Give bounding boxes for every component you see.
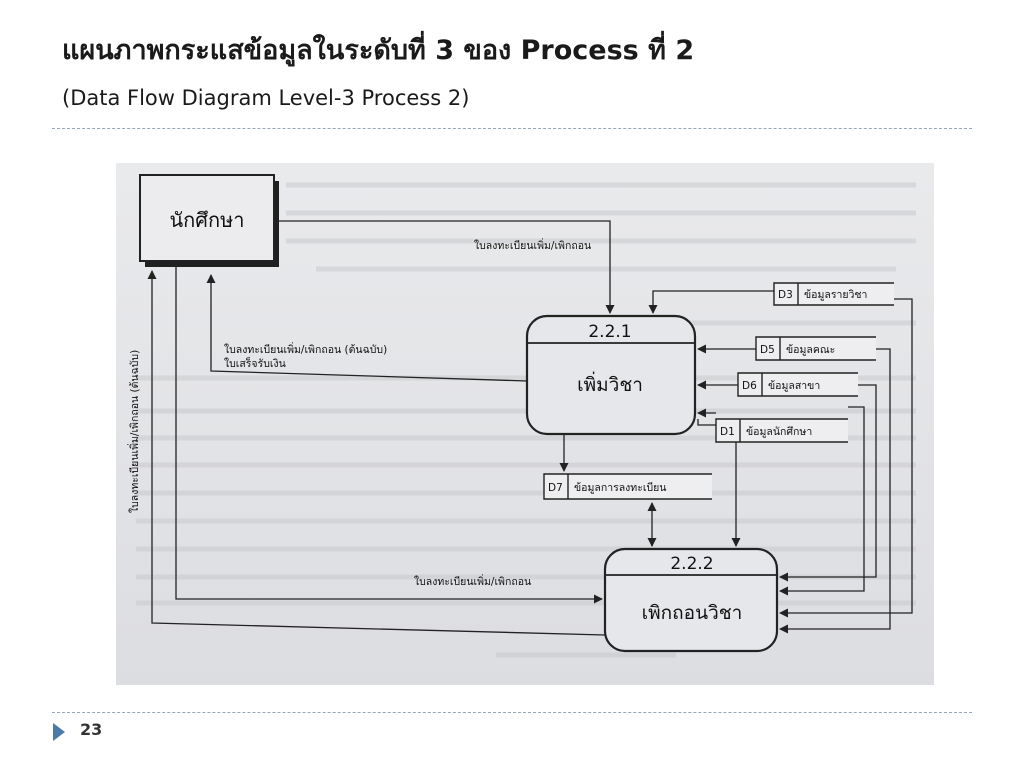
store-d1: D1 ข้อมูลนักศึกษา <box>715 418 848 443</box>
top-divider <box>52 128 972 129</box>
flow-d3-to-drop <box>779 298 913 618</box>
flow-entity-to-add <box>274 220 615 314</box>
flow-d3-to-add <box>648 290 774 314</box>
process-2-2-2: 2.2.2 เพิกถอนวิชา <box>603 547 779 653</box>
store-d6: D6 ข้อมูลสาขา <box>737 372 858 397</box>
bottom-divider <box>52 712 972 713</box>
flow-drop-to-entity <box>147 270 606 636</box>
entity-student-label: นักศึกษา <box>170 208 245 232</box>
process-2-2-2-id: 2.2.2 <box>670 554 713 574</box>
store-d3: D3 ข้อมูลรายวิชา <box>773 282 894 306</box>
store-d5-id: D5 <box>760 344 775 356</box>
label-add-to-entity-line2: ใบเสร็จรับเงิน <box>224 356 286 370</box>
store-d5-name: ข้อมูลคณะ <box>786 344 835 356</box>
store-d7: D7 ข้อมูลการลงทะเบียน <box>543 473 712 500</box>
store-d7-name: ข้อมูลการลงทะเบียน <box>574 481 666 494</box>
store-d7-id: D7 <box>548 482 563 494</box>
label-entity-to-add: ใบลงทะเบียนเพิ่ม/เพิกถอน <box>474 238 591 252</box>
store-d3-id: D3 <box>778 289 793 301</box>
bullet-arrow-icon <box>53 723 65 741</box>
flow-add-to-entity <box>206 274 528 382</box>
data-flows <box>147 220 913 636</box>
store-d6-id: D6 <box>742 380 757 392</box>
label-add-to-entity-line1: ใบลงทะเบียนเพิ่ม/เพิกถอน (ต้นฉบับ) <box>224 342 387 356</box>
store-d3-name: ข้อมูลรายวิชา <box>804 289 867 301</box>
slide-subtitle: (Data Flow Diagram Level-3 Process 2) <box>62 86 470 110</box>
store-d1-name: ข้อมูลนักศึกษา <box>746 426 812 438</box>
store-d1-id: D1 <box>720 426 735 438</box>
store-d5: D5 ข้อมูลคณะ <box>755 336 876 361</box>
process-2-2-1-id: 2.2.1 <box>588 322 631 342</box>
label-entity-to-drop: ใบลงทะเบียนเพิ่ม/เพิกถอน <box>414 574 531 588</box>
slide-title: แผนภาพกระแสข้อมูลในระดับที่ 3 ของ Proces… <box>62 35 695 66</box>
entity-student: นักศึกษา <box>139 174 279 267</box>
data-flow-diagram: นักศึกษา 2.2.1 เพิ่มวิชา 2.2.2 เพิกถอนวิ… <box>116 163 934 685</box>
label-drop-to-entity: ใบลงทะเบียนเพิ่ม/เพิกถอน (ต้นฉบับ) <box>127 350 141 513</box>
diagram-canvas: นักศึกษา 2.2.1 เพิ่มวิชา 2.2.2 เพิกถอนวิ… <box>127 174 916 658</box>
flow-d1-to-add <box>697 419 716 426</box>
store-d6-name: ข้อมูลสาขา <box>768 380 820 392</box>
process-2-2-2-name: เพิกถอนวิชา <box>642 602 743 624</box>
process-2-2-1-name: เพิ่มวิชา <box>577 371 643 396</box>
process-2-2-1: 2.2.1 เพิ่มวิชา <box>525 314 697 436</box>
page-number: 23 <box>80 720 103 739</box>
flow-entity-to-drop <box>175 267 603 604</box>
